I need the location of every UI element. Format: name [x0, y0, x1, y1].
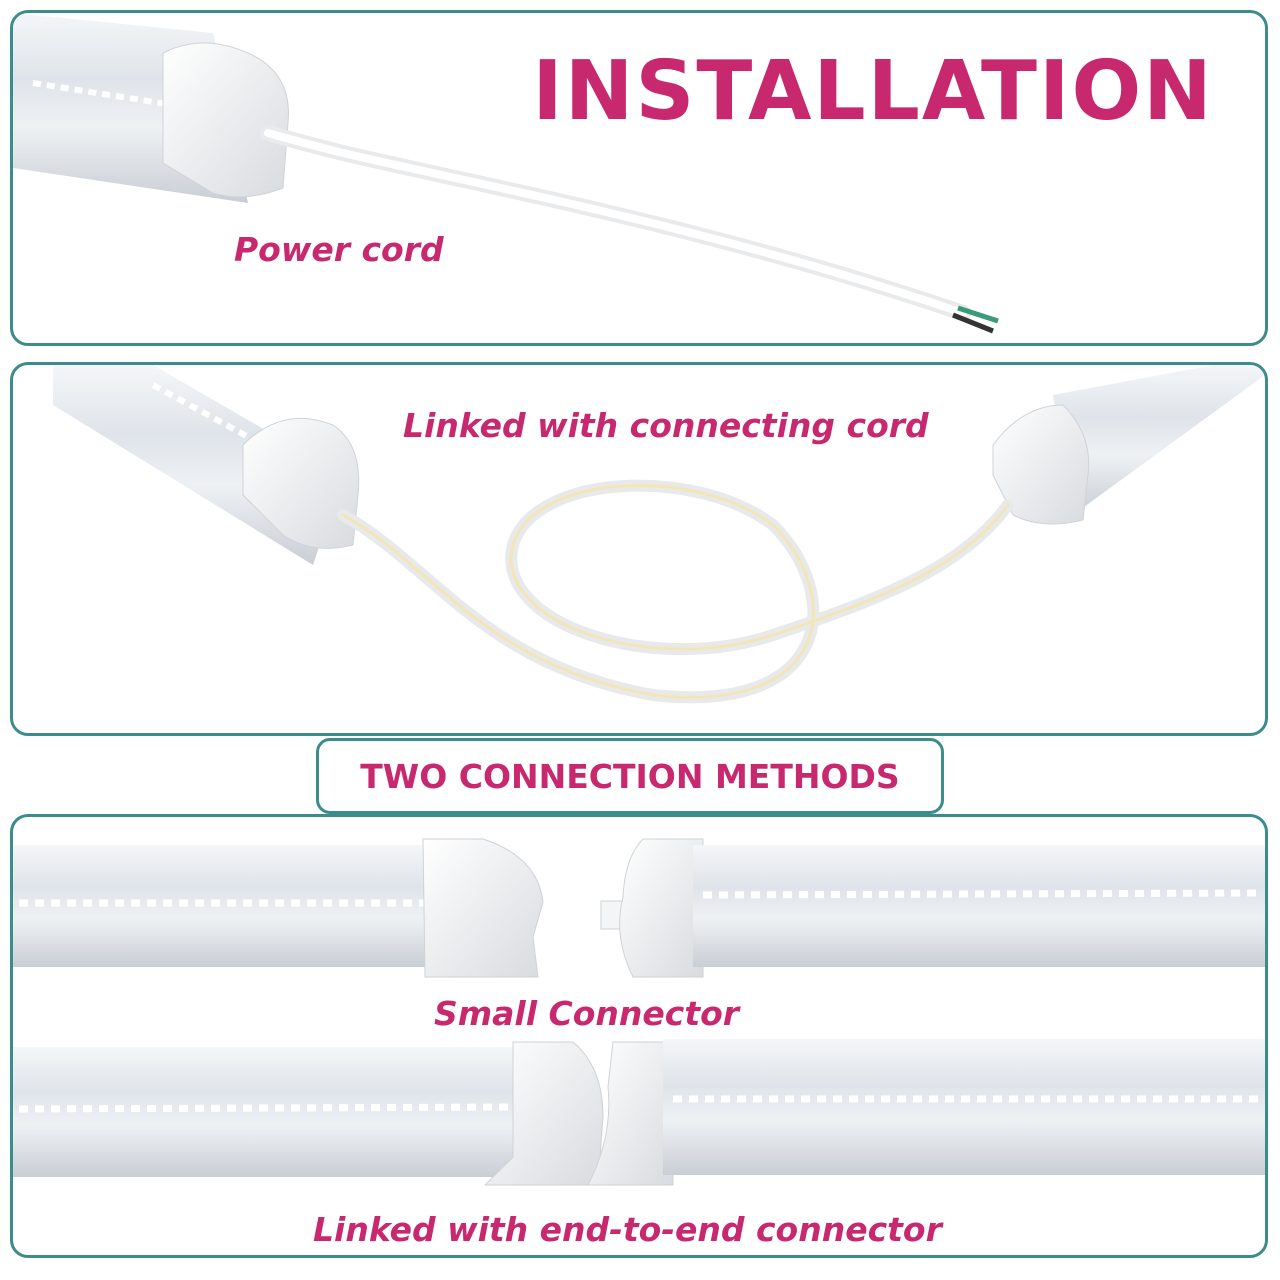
left-end-cap [242, 417, 360, 549]
right-end-cap [992, 404, 1090, 525]
small-connector-right-led-strip [702, 889, 1264, 899]
power-cord-caption: Power cord [234, 230, 444, 269]
end-to-end-left-led-strip [18, 1103, 524, 1113]
led-strip [32, 80, 174, 108]
end-to-end-right-cap [587, 1041, 674, 1186]
power-cord-panel: INSTALLATION Power cord [10, 10, 1268, 346]
power-cord-illustration [13, 13, 999, 334]
wire-black [952, 312, 994, 334]
connecting-cord-panel: Linked with connecting cord [10, 362, 1268, 736]
connectors-illustration [13, 838, 1265, 1186]
connection-methods-label-box: TWO CONNECTION METHODS [316, 738, 944, 814]
end-to-end-right-tube [663, 1039, 1265, 1175]
right-led-tube [1053, 365, 1265, 515]
left-led-strip [151, 382, 265, 448]
small-connector-right-cap [619, 838, 704, 978]
connection-methods-label: TWO CONNECTION METHODS [360, 756, 900, 796]
page-title: INSTALLATION [532, 44, 1214, 139]
end-to-end-connector-caption: Linked with end-to-end connector [313, 1210, 942, 1249]
end-cap [162, 42, 289, 198]
connecting-cord-caption: Linked with connecting cord [403, 406, 929, 445]
small-connector-right-tube [693, 845, 1265, 967]
connectors-panel: Small Connector Linked with end-to-end c… [10, 814, 1268, 1258]
connecting-cord-illustration [53, 365, 1265, 704]
small-connector-caption: Small Connector [434, 994, 740, 1033]
end-to-end-left-cap [483, 1041, 604, 1186]
wire-green [957, 305, 999, 324]
small-connector-left-cap [422, 838, 544, 978]
